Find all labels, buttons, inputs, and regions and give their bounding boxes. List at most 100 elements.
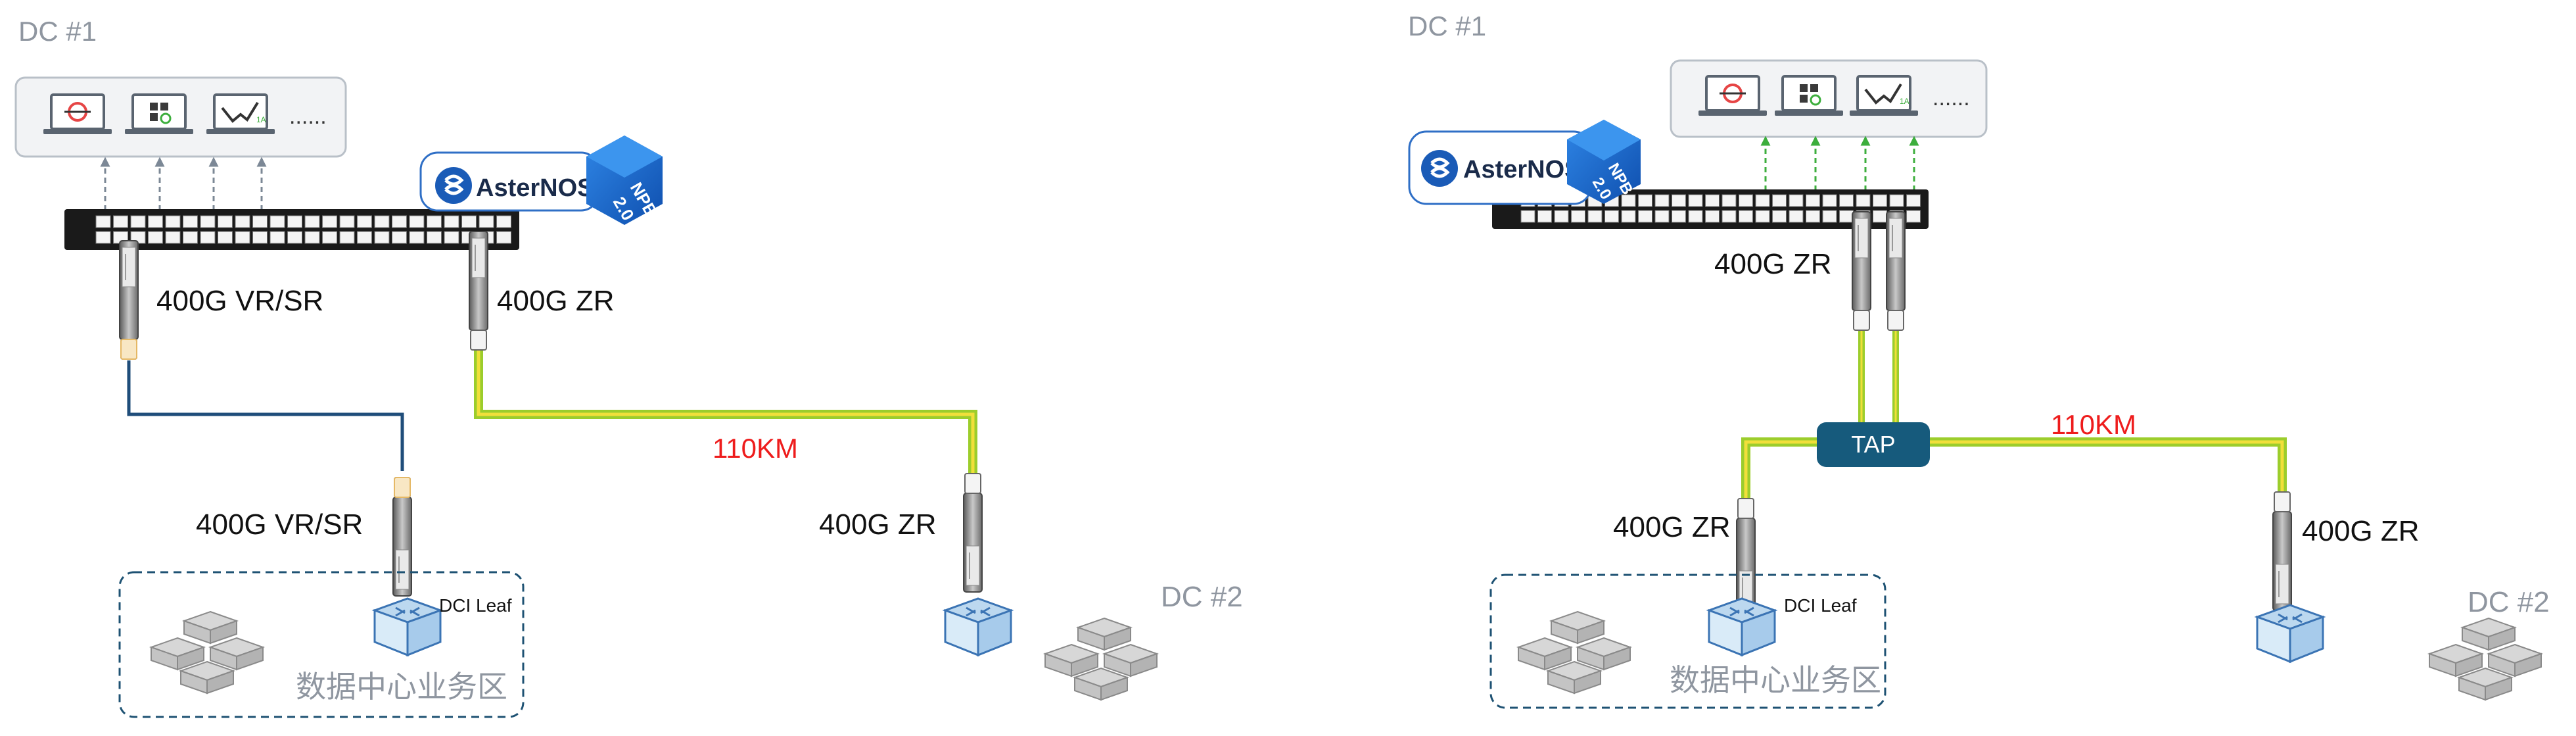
dc2-leaf-switch-icon [944, 597, 1012, 656]
switch-port [322, 215, 337, 228]
switch-port [1772, 210, 1787, 223]
module-zr-top-a [1852, 211, 1871, 331]
switch-port [1822, 194, 1837, 207]
distance-label: 110KM [713, 433, 798, 464]
switch-port [304, 215, 320, 228]
switch-port [427, 215, 442, 228]
tap-feed-fibers [1858, 329, 1899, 426]
server-stack-icon [151, 611, 264, 694]
switch-port [148, 215, 163, 228]
switch-port [165, 215, 181, 228]
right-panel: DC #1 1A ...... [1408, 11, 2550, 709]
switch-port [165, 231, 181, 244]
switch-port [1839, 194, 1854, 207]
capture-monitor-icon [42, 93, 113, 135]
switch-port [1537, 210, 1552, 223]
module-right-label: 400G ZR [497, 285, 615, 317]
switch-port [322, 231, 337, 244]
switch-port [1739, 194, 1753, 207]
switch-port [1688, 210, 1703, 223]
switch-port [1721, 210, 1737, 223]
switch-port [1672, 210, 1686, 223]
switch-port [235, 215, 250, 228]
switch-port [1772, 194, 1787, 207]
switch-port [1621, 194, 1636, 207]
dc2-label: DC #2 [1161, 581, 1243, 613]
mirror-arrows-right [1760, 135, 1919, 191]
leaf-switch-icon [373, 597, 442, 656]
business-zone-box [118, 571, 525, 718]
switch-port [1839, 210, 1854, 223]
npb-cube-icon: NPB 2.0 [586, 135, 663, 225]
switch-port [1873, 210, 1887, 223]
switch-port [200, 215, 216, 228]
business-zone-box-right [1489, 574, 1886, 709]
switch-port [95, 231, 111, 244]
switch-port [339, 215, 355, 228]
switch-port [409, 231, 425, 244]
chart-monitor-icon: 1A [1848, 75, 1919, 117]
switch-port [1755, 194, 1770, 207]
switch-port [1587, 210, 1603, 223]
switch-port [1705, 194, 1720, 207]
zr-fiber-inner [477, 347, 975, 475]
switch-port [409, 215, 425, 228]
switch-port [1789, 194, 1804, 207]
module-vr-sr-top [119, 240, 139, 360]
capture-monitor-icon [1697, 75, 1768, 117]
switch-port [392, 231, 407, 244]
asternos-label: AsterNOS [476, 174, 594, 202]
switch-port [130, 215, 146, 228]
switch-port [1520, 210, 1535, 223]
switch-port [444, 215, 459, 228]
switch-port [496, 215, 511, 228]
asternos-badge: AsterNOS NPB 2.0 [419, 135, 663, 225]
analytics-dashboard-icon [1773, 75, 1844, 117]
module-bottom-left-label-right: 400G ZR [1613, 511, 1731, 543]
analytics-dashboard-icon [124, 93, 195, 135]
dc2-server-stack-icon-right [2429, 618, 2542, 700]
switch-port [1906, 210, 1921, 223]
asternos-badge-right: AsterNOS NPB 2.0 [1408, 120, 1641, 205]
switch-port [461, 215, 477, 228]
switch-port [1672, 194, 1686, 207]
svg-text:1A: 1A [1900, 97, 1909, 106]
switch-port [218, 215, 233, 228]
monitoring-tools-box: 1A ...... [14, 76, 347, 158]
switch-port [1906, 194, 1921, 207]
module-zr-bottom-right [2272, 491, 2292, 611]
tap-line-fibers [1741, 437, 2287, 499]
switch-port [1621, 210, 1636, 223]
switch-port [269, 231, 285, 244]
switch-port [357, 215, 372, 228]
tap-label: TAP [1851, 431, 1895, 458]
dci-leaf-label: DCI Leaf [439, 595, 512, 616]
dci-leaf-label-right: DCI Leaf [1784, 595, 1857, 616]
switch-port [252, 231, 268, 244]
switch-port [357, 231, 372, 244]
dc1-label-right: DC #1 [1408, 11, 1486, 41]
switch-port [374, 231, 390, 244]
switch-port [183, 231, 198, 244]
toolbar-dots-right: ...... [1932, 86, 1970, 110]
switch-port [1822, 210, 1837, 223]
switch-port [1889, 194, 1904, 207]
switch-port [444, 231, 459, 244]
module-bottom-right-label-right: 400G ZR [2302, 515, 2420, 547]
monitoring-tools-box-right: 1A ...... [1670, 59, 1988, 138]
chart-monitor-icon: 1A [205, 93, 276, 135]
toolbar-dots: ...... [289, 104, 327, 129]
module-top-label: 400G ZR [1714, 248, 1832, 280]
dc2-label-right: DC #2 [2468, 586, 2550, 618]
dc2-server-stack-icon [1044, 618, 1158, 700]
leaf-switch-icon [1708, 597, 1776, 656]
switch-port [1755, 210, 1770, 223]
switch-port [1604, 210, 1619, 223]
switch-port [339, 231, 355, 244]
switch-port [1688, 194, 1703, 207]
mm-fiber [127, 360, 404, 471]
svg-text:1A: 1A [256, 115, 266, 124]
switch-port [218, 231, 233, 244]
module-vr-sr-bottom [392, 477, 412, 597]
switch-port [1721, 194, 1737, 207]
